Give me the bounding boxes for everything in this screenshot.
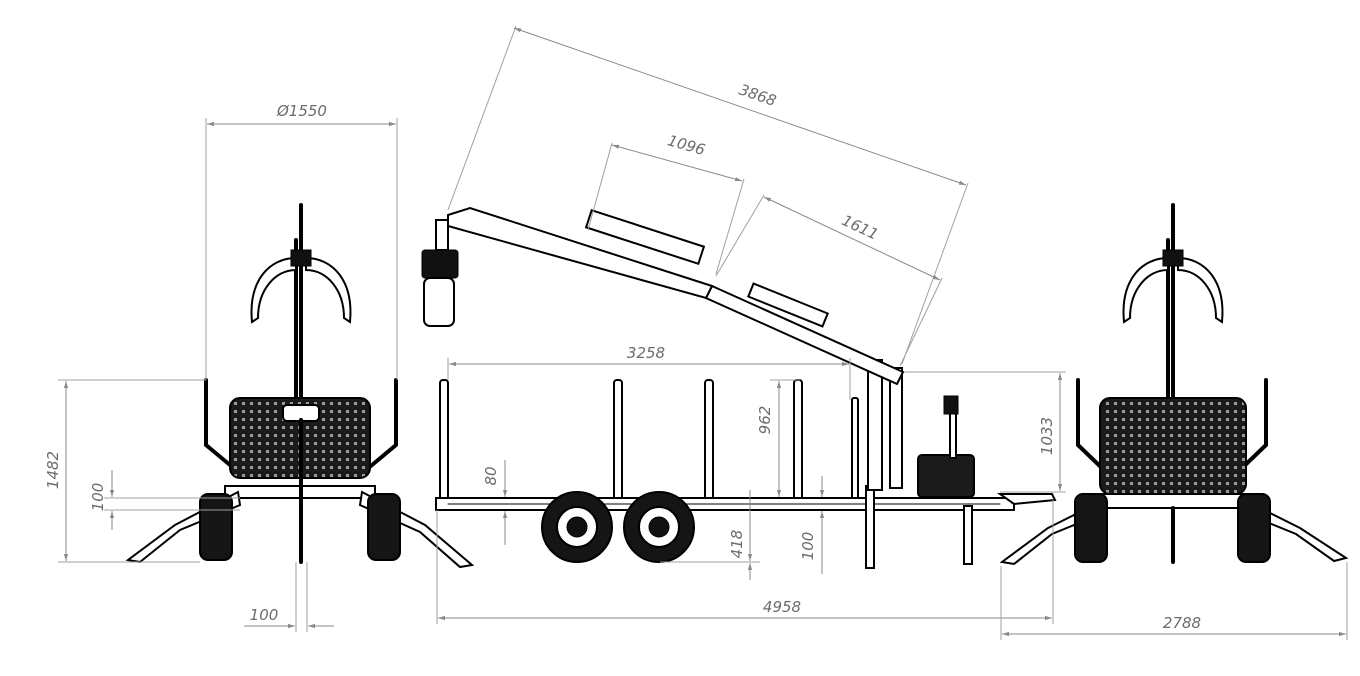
dim-stake-height: 962 [756,406,774,435]
dim-total-width: 2788 [1163,614,1201,632]
front-view [125,203,475,569]
dim-bunk-offset: 80 [482,466,500,485]
dim-boom-reach: 3868 [737,81,779,110]
dim-outer-boom: 1611 [839,211,881,243]
dim-side-gap: 100 [799,532,817,561]
dim-total-length: 4958 [763,598,801,616]
dimension-lines [58,25,1348,640]
dim-crane-height: 1033 [1038,417,1056,455]
dim-rotation-diameter: Ø1550 [276,102,327,120]
side-view [421,206,1057,569]
dim-front-frame-gap: 100 [89,483,107,512]
dimension-labels: 3868 1096 1611 Ø1550 3258 962 1033 80 14… [44,81,1201,632]
dim-inner-boom: 1096 [666,131,708,159]
dim-bunk-length: 3258 [627,344,665,362]
dim-front-bottom-gap: 100 [250,606,279,624]
dim-total-height: 1482 [44,451,62,489]
dim-ground-clearance: 418 [728,530,746,559]
rear-view [999,203,1349,566]
